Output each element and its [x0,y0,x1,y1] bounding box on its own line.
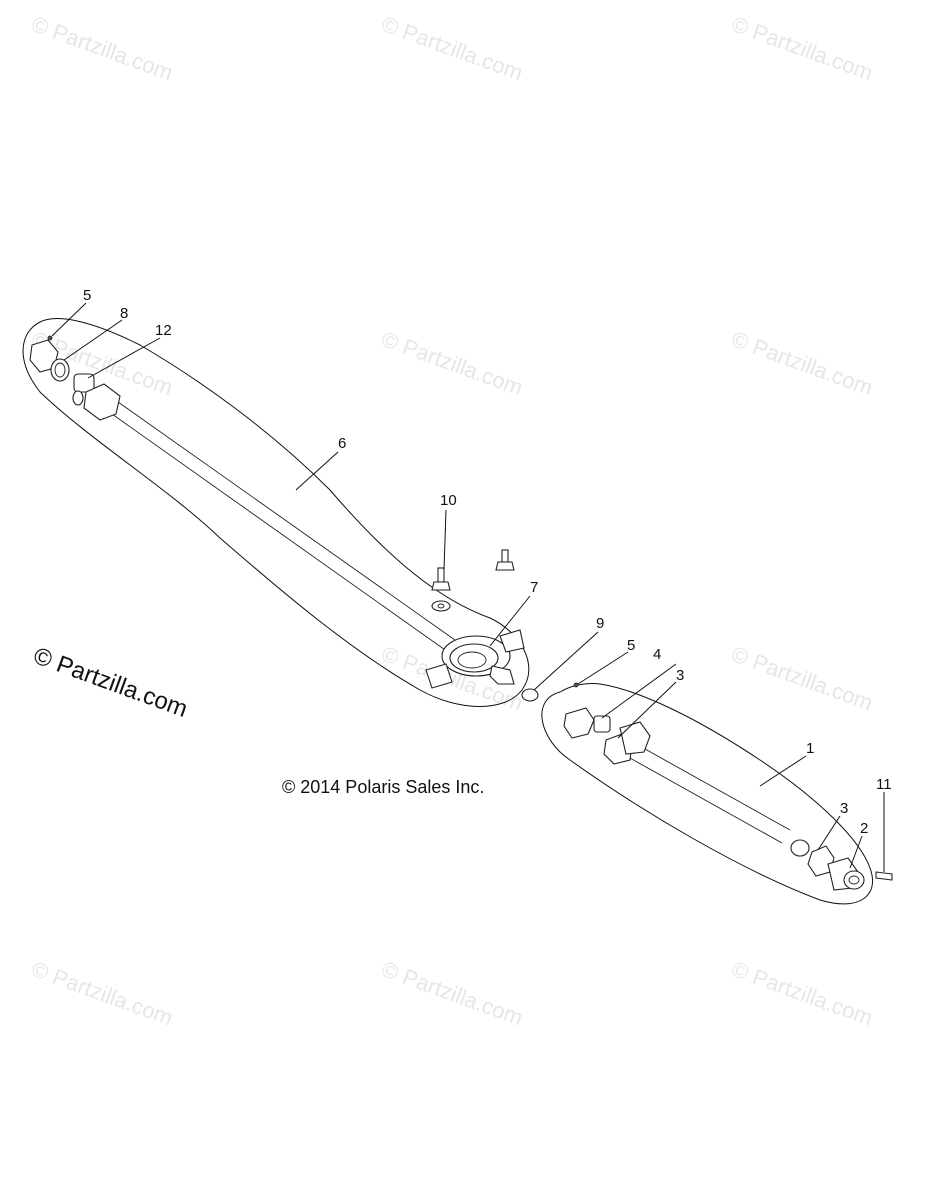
washer-hole [437,603,445,609]
mounting-bolts-10 [431,549,515,612]
callout-5: 5 [627,637,635,654]
partzilla-logo: © Partzilla.com [30,642,191,723]
leader-4 [601,663,677,719]
front-prop-shaft-assembly [541,682,873,905]
callout-labels: 5 8 12 6 10 7 9 5 4 3 1 11 3 2 [83,287,892,837]
assembly-outline-1 [541,683,873,905]
watermark: © Partzilla.com [378,956,526,1030]
watermark: © Partzilla.com [378,326,526,400]
leader-lines [51,302,885,872]
copyright-notice: © 2014 Polaris Sales Inc. [282,777,484,797]
watermark: © Partzilla.com [728,641,876,715]
leader-3b [817,815,841,851]
leader-1 [759,755,807,787]
u-joint-12 [73,373,95,393]
leader-3a [617,681,677,739]
bolt-10-shank [437,567,445,583]
front-shaft-tube-top [619,734,791,831]
shaft-tube-bottom [111,413,449,653]
leader-2 [849,835,863,869]
callout-8: 8 [120,305,128,322]
bearing-cap [72,390,84,406]
callout-7: 7 [530,579,538,596]
watermark-layer: © Partzilla.com © Partzilla.com © Partzi… [28,11,876,1030]
leader-6 [295,451,339,491]
bearing-bracket-right [499,629,525,653]
callout-9: 9 [596,615,604,632]
watermark: © Partzilla.com [728,326,876,400]
leader-5b [577,651,629,685]
callout-11: 11 [876,776,892,793]
callout-4: 4 [653,646,661,663]
callout-6: 6 [338,435,346,452]
u-joint-4 [593,715,611,733]
watermark: © Partzilla.com [728,11,876,85]
callout-1: 1 [806,740,814,757]
seal-ring-8-inner [54,362,66,378]
assembly-outline-6 [22,318,530,707]
callout-2: 2 [860,820,868,837]
leader-12 [87,337,161,379]
leader-9 [533,631,599,691]
pin-11 [875,871,893,881]
washer [431,600,451,612]
shaft-tube-top [117,401,456,641]
splined-output [489,665,515,685]
callout-5: 5 [83,287,91,304]
watermark: © Partzilla.com [28,11,176,85]
flange-2 [843,870,865,890]
leader-10 [443,509,447,571]
rear-seal [790,839,810,857]
rear-prop-shaft-assembly [22,318,530,707]
watermark: © Partzilla.com [728,956,876,1030]
callout-3: 3 [676,667,684,684]
seal-ring-8 [50,358,70,382]
carrier-bearing-7-inner [457,651,487,669]
bearing-bracket-left [425,663,453,689]
leader-7 [489,595,531,647]
grease-fitting-5b [573,682,579,688]
grease-fitting-5 [47,335,53,341]
watermark: © Partzilla.com [28,956,176,1030]
leader-5a [51,302,87,337]
flange-2-inner [848,875,860,885]
yoke-front [83,383,121,421]
callout-3: 3 [840,800,848,817]
watermark: © Partzilla.com [378,11,526,85]
bolt-10b-shank [501,549,509,563]
bolt-10-head [431,581,451,591]
leader-8 [63,319,123,361]
callout-10: 10 [440,492,457,509]
front-shaft-tube-bottom [611,747,783,844]
callout-12: 12 [155,322,172,339]
bolt-10b-head [495,561,515,571]
front-end-stub [563,707,595,739]
yoke-front-shaft [619,721,651,755]
carrier-bearing-7-ring [449,643,499,673]
o-ring-9 [521,688,539,702]
